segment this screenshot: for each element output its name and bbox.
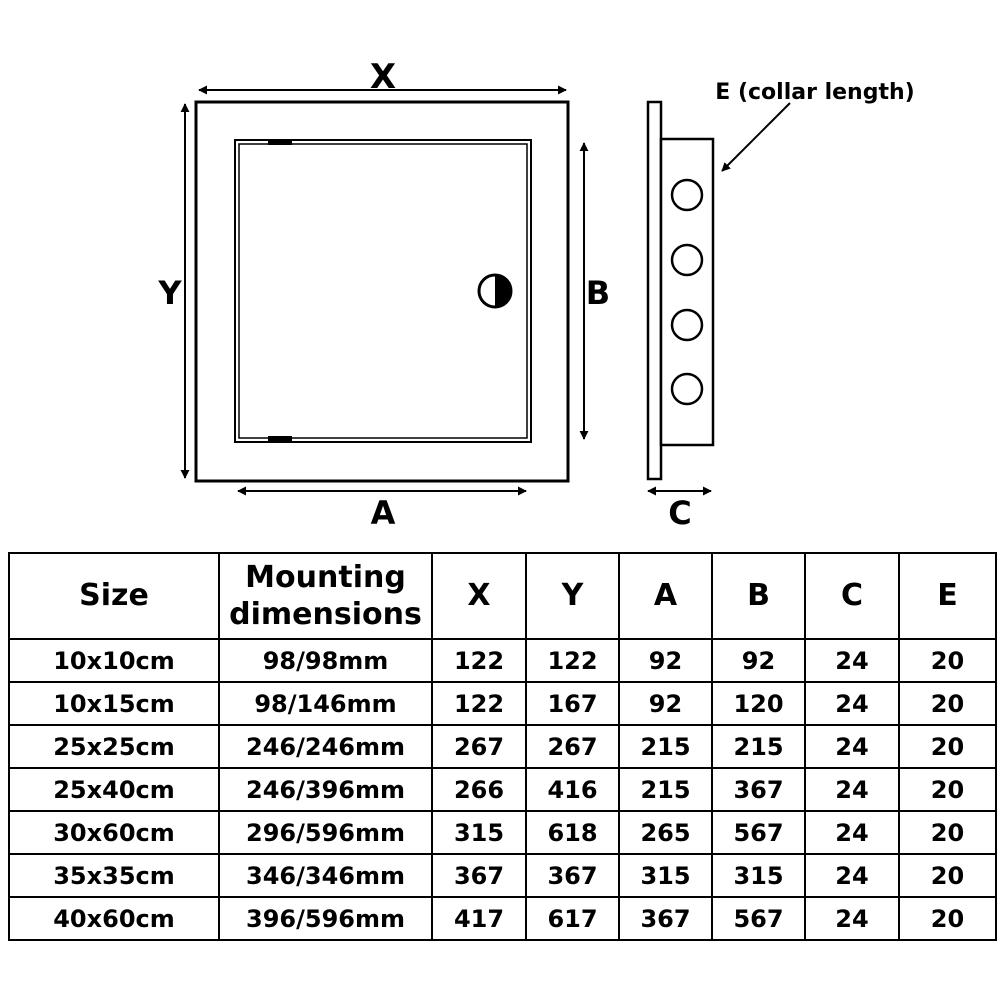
cell-size: 25x40cm bbox=[8, 767, 220, 812]
cell-c: 24 bbox=[804, 638, 900, 683]
cell-size: 25x25cm bbox=[8, 724, 220, 769]
cell-size: 35x35cm bbox=[8, 853, 220, 898]
header-size: Size bbox=[8, 552, 220, 640]
cell-x: 367 bbox=[431, 853, 527, 898]
cell-e: 20 bbox=[898, 638, 997, 683]
label-b: B bbox=[586, 274, 610, 312]
label-x: X bbox=[370, 57, 396, 97]
access-panel-diagram: X Y A B C E (collar length) bbox=[157, 57, 914, 532]
cell-x: 122 bbox=[431, 638, 527, 683]
table-row: 10x15cm 98/146mm 122 167 92 120 24 20 bbox=[8, 681, 997, 726]
cell-e: 20 bbox=[898, 853, 997, 898]
side-frame bbox=[646, 100, 663, 481]
label-y: Y bbox=[157, 274, 182, 312]
cell-mounting: 346/346mm bbox=[218, 853, 433, 898]
table-row: 30x60cm 296/596mm 315 618 265 567 24 20 bbox=[8, 810, 997, 855]
collar-hole bbox=[670, 243, 704, 277]
cell-e: 20 bbox=[898, 767, 997, 812]
header-mounting-dimensions: Mounting dimensions bbox=[218, 552, 433, 640]
cell-mounting: 296/596mm bbox=[218, 810, 433, 855]
cell-e: 20 bbox=[898, 724, 997, 769]
cell-y: 122 bbox=[525, 638, 620, 683]
cell-c: 24 bbox=[804, 681, 900, 726]
cell-x: 266 bbox=[431, 767, 527, 812]
label-a: A bbox=[371, 494, 396, 532]
hinge-top bbox=[268, 139, 292, 145]
cell-a: 92 bbox=[618, 638, 713, 683]
cell-x: 417 bbox=[431, 896, 527, 941]
collar-hole bbox=[670, 178, 704, 212]
header-b: B bbox=[711, 552, 806, 640]
table-row: 40x60cm 396/596mm 417 617 367 567 24 20 bbox=[8, 896, 997, 941]
cell-e: 20 bbox=[898, 896, 997, 941]
cell-b: 567 bbox=[711, 810, 806, 855]
table-header-row: Size Mounting dimensions X Y A B C E bbox=[8, 552, 997, 640]
front-view bbox=[194, 100, 570, 483]
cell-y: 167 bbox=[525, 681, 620, 726]
cell-e: 20 bbox=[898, 810, 997, 855]
hinge-bottom bbox=[268, 436, 292, 442]
header-c: C bbox=[804, 552, 900, 640]
cell-mounting: 98/146mm bbox=[218, 681, 433, 726]
collar-length-pointer bbox=[721, 102, 791, 172]
cell-b: 92 bbox=[711, 638, 806, 683]
cell-mounting: 246/246mm bbox=[218, 724, 433, 769]
cell-y: 617 bbox=[525, 896, 620, 941]
collar-hole bbox=[670, 372, 704, 406]
table-row: 10x10cm 98/98mm 122 122 92 92 24 20 bbox=[8, 638, 997, 683]
cell-y: 267 bbox=[525, 724, 620, 769]
header-a: A bbox=[618, 552, 713, 640]
cell-mounting: 246/396mm bbox=[218, 767, 433, 812]
cell-size: 40x60cm bbox=[8, 896, 220, 941]
collar-hole bbox=[670, 308, 704, 342]
cell-b: 215 bbox=[711, 724, 806, 769]
cell-c: 24 bbox=[804, 853, 900, 898]
cell-x: 122 bbox=[431, 681, 527, 726]
cell-size: 10x15cm bbox=[8, 681, 220, 726]
cell-size: 30x60cm bbox=[8, 810, 220, 855]
cell-x: 267 bbox=[431, 724, 527, 769]
label-e: E (collar length) bbox=[715, 80, 914, 105]
dimensions-table: Size Mounting dimensions X Y A B C E 10x… bbox=[8, 552, 997, 941]
cell-b: 367 bbox=[711, 767, 806, 812]
table-row: 25x40cm 246/396mm 266 416 215 367 24 20 bbox=[8, 767, 997, 812]
header-y: Y bbox=[525, 552, 620, 640]
cell-c: 24 bbox=[804, 810, 900, 855]
cell-y: 416 bbox=[525, 767, 620, 812]
cell-a: 265 bbox=[618, 810, 713, 855]
cell-x: 315 bbox=[431, 810, 527, 855]
cell-b: 120 bbox=[711, 681, 806, 726]
cell-b: 567 bbox=[711, 896, 806, 941]
table-row: 35x35cm 346/346mm 367 367 315 315 24 20 bbox=[8, 853, 997, 898]
lock-icon bbox=[477, 273, 513, 309]
header-e: E bbox=[898, 552, 997, 640]
cell-c: 24 bbox=[804, 724, 900, 769]
cell-mounting: 396/596mm bbox=[218, 896, 433, 941]
cell-y: 618 bbox=[525, 810, 620, 855]
cell-a: 215 bbox=[618, 724, 713, 769]
cell-a: 367 bbox=[618, 896, 713, 941]
header-x: X bbox=[431, 552, 527, 640]
label-c: C bbox=[668, 494, 691, 532]
cell-a: 92 bbox=[618, 681, 713, 726]
table-row: 25x25cm 246/246mm 267 267 215 215 24 20 bbox=[8, 724, 997, 769]
cell-a: 315 bbox=[618, 853, 713, 898]
cell-c: 24 bbox=[804, 767, 900, 812]
cell-e: 20 bbox=[898, 681, 997, 726]
cell-mounting: 98/98mm bbox=[218, 638, 433, 683]
side-view bbox=[646, 100, 715, 481]
cell-size: 10x10cm bbox=[8, 638, 220, 683]
cell-a: 215 bbox=[618, 767, 713, 812]
cell-y: 367 bbox=[525, 853, 620, 898]
cell-c: 24 bbox=[804, 896, 900, 941]
cell-b: 315 bbox=[711, 853, 806, 898]
